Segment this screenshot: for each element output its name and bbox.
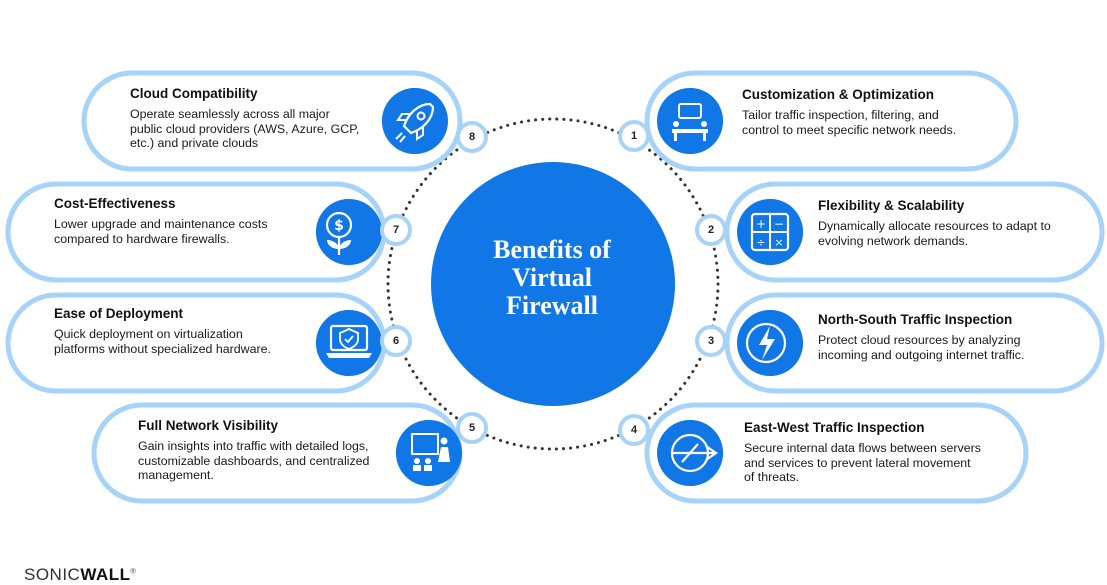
number-rings xyxy=(380,120,727,446)
benefit-desc-8: Operate seamlessly across all major publ… xyxy=(130,107,360,150)
center-title-line-2: Virtual xyxy=(512,263,592,292)
money-plant-icon: $ xyxy=(316,199,382,265)
calculator-icon: + − ÷ × xyxy=(737,199,803,265)
svg-text:+: + xyxy=(756,217,766,231)
number-badge-7: 7 xyxy=(392,224,400,236)
benefit-desc-5: Gain insights into traffic with detailed… xyxy=(138,439,370,482)
number-badge-6: 6 xyxy=(392,335,400,347)
card-frame-4 xyxy=(644,402,1029,504)
benefit-desc-4: Secure internal data flows between serve… xyxy=(744,441,981,484)
center-title-line-3: Firewall xyxy=(506,291,598,320)
svg-text:×: × xyxy=(774,236,783,249)
number-badge-3: 3 xyxy=(707,335,715,347)
lightning-bolt-icon xyxy=(737,310,803,376)
center-title: Benefits of Virtual Firewall xyxy=(432,236,672,320)
benefit-card-3: North-South Traffic Inspection Protect c… xyxy=(818,312,1063,362)
benefit-card-5: Full Network Visibility Gain insights in… xyxy=(138,418,378,483)
benefit-card-2: Flexibility & Scalability Dynamically al… xyxy=(818,198,1053,248)
presentation-board-icon xyxy=(396,420,462,486)
rocket-icon xyxy=(382,88,448,154)
benefit-card-8: Cloud Compatibility Operate seamlessly a… xyxy=(130,86,362,151)
number-badge-8: 8 xyxy=(468,131,476,143)
number-badge-5: 5 xyxy=(468,422,476,434)
benefit-card-7: Cost-Effectiveness Lower upgrade and mai… xyxy=(54,196,284,246)
number-badge-4: 4 xyxy=(630,424,638,436)
benefit-desc-7: Lower upgrade and maintenance costs comp… xyxy=(54,217,268,246)
card-frame-8 xyxy=(81,70,463,172)
svg-text:$: $ xyxy=(334,218,344,234)
card-frame-6 xyxy=(5,292,387,394)
benefit-title-5: Full Network Visibility xyxy=(138,418,279,433)
benefit-title-8: Cloud Compatibility xyxy=(130,86,258,101)
benefit-title-6: Ease of Deployment xyxy=(54,306,184,321)
compass-arrow-icon xyxy=(657,420,723,486)
number-badge-1: 1 xyxy=(630,130,638,142)
center-title-line-1: Benefits of xyxy=(493,235,611,264)
benefit-title-4: East-West Traffic Inspection xyxy=(744,420,925,435)
benefit-desc-1: Tailor traffic inspection, filtering, an… xyxy=(742,108,957,137)
benefit-title-1: Customization & Optimization xyxy=(742,87,934,102)
center-circle xyxy=(431,162,675,406)
logo-mark: ® xyxy=(130,568,137,576)
card-frame-2 xyxy=(724,181,1105,283)
svg-text:−: − xyxy=(774,217,784,231)
benefit-card-6: Ease of Deployment Quick deployment on v… xyxy=(54,306,284,356)
card-frame-3 xyxy=(724,292,1105,394)
benefit-desc-6: Quick deployment on virtualization platf… xyxy=(54,327,271,356)
card-frame-5 xyxy=(91,402,463,504)
laptop-shield-icon xyxy=(316,310,382,376)
benefit-card-4: East-West Traffic Inspection Secure inte… xyxy=(744,420,984,485)
meeting-team-icon xyxy=(657,88,723,154)
benefit-desc-2: Dynamically allocate resources to adapt … xyxy=(818,219,1051,248)
benefit-title-7: Cost-Effectiveness xyxy=(54,196,176,211)
benefit-card-1: Customization & Optimization Tailor traf… xyxy=(742,87,977,137)
benefit-desc-3: Protect cloud resources by analyzing inc… xyxy=(818,333,1025,362)
sonicwall-logo: SONICWALL® xyxy=(24,565,136,585)
number-badge-2: 2 xyxy=(707,224,715,236)
logo-part-1: SONIC xyxy=(24,565,81,584)
benefit-title-3: North-South Traffic Inspection xyxy=(818,312,1013,327)
svg-text:÷: ÷ xyxy=(756,236,765,249)
benefit-title-2: Flexibility & Scalability xyxy=(818,198,965,213)
dotted-orbit xyxy=(386,117,720,451)
logo-part-2: WALL xyxy=(80,565,131,584)
card-frame-7 xyxy=(5,181,387,283)
card-frame-1 xyxy=(644,70,1019,172)
